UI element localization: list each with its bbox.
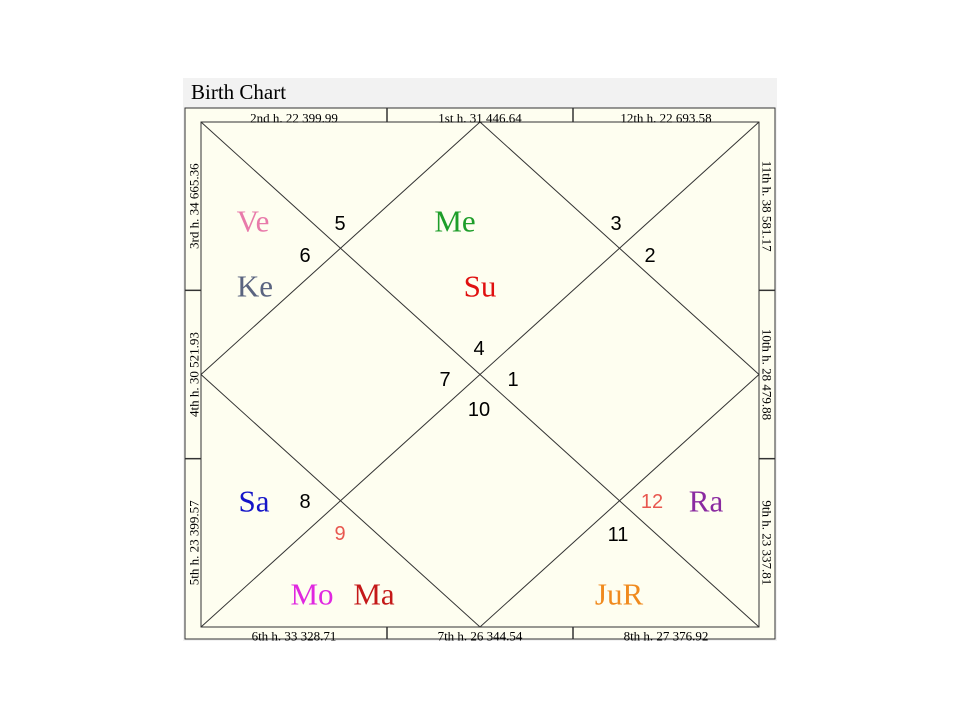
house-label-bot-left: 6th h. 33 328.71 [252,629,337,642]
house-label-bot-mid: 7th h. 26 344.54 [438,629,523,642]
house-number-3: 3 [610,213,621,235]
chart-title: Birth Chart [191,80,287,104]
planet-jur: JuR [595,577,644,612]
inner-diamond [200,121,760,628]
house-label-right-top: 11th h. 38 581.17 [760,161,775,252]
house-number-6: 6 [299,245,310,267]
planet-sa: Sa [239,484,270,519]
planet-ke: Ke [237,269,273,304]
planet-ma: Ma [353,577,395,612]
house-number-1: 1 [507,369,518,391]
planet-mo: Mo [290,577,333,612]
house-label-top-right: 12th h. 22 693.58 [620,111,711,126]
house-label-left-mid: 4th h. 30 521.93 [187,332,202,417]
house-number-2: 2 [644,245,655,267]
house-number-12: 12 [641,491,663,513]
house-label-top-mid: 1st h. 31 446.64 [438,111,522,126]
house-label-right-bot: 9th h. 23 337.81 [760,500,775,585]
house-number-10: 10 [468,399,490,421]
house-label-left-bot: 5th h. 23 399.57 [187,500,202,585]
house-number-9: 9 [334,523,345,545]
chart-canvas: 2nd h. 22 399.99 1st h. 31 446.64 12th h. … [184,107,776,642]
house-label-bot-right: 8th h. 27 376.92 [624,629,709,642]
house-label-top-left: 2nd h. 22 399.99 [250,111,338,126]
planet-me: Me [434,204,475,239]
house-number-5: 5 [334,213,345,235]
house-label-left-top: 3rd h. 34 665.36 [187,163,202,249]
birth-chart-panel: Birth Chart 2nd h. 22 399.99 1st h. 31 44… [183,78,777,641]
house-number-4: 4 [473,338,484,360]
planet-ve: Ve [237,204,270,239]
house-number-11: 11 [608,524,629,546]
house-label-right-mid: 10th h. 28 479.88 [760,329,775,420]
planet-ra: Ra [689,484,724,519]
diagonal-line [200,121,760,628]
house-number-8: 8 [299,491,310,513]
house-number-7: 7 [439,369,450,391]
planet-su: Su [464,269,497,304]
